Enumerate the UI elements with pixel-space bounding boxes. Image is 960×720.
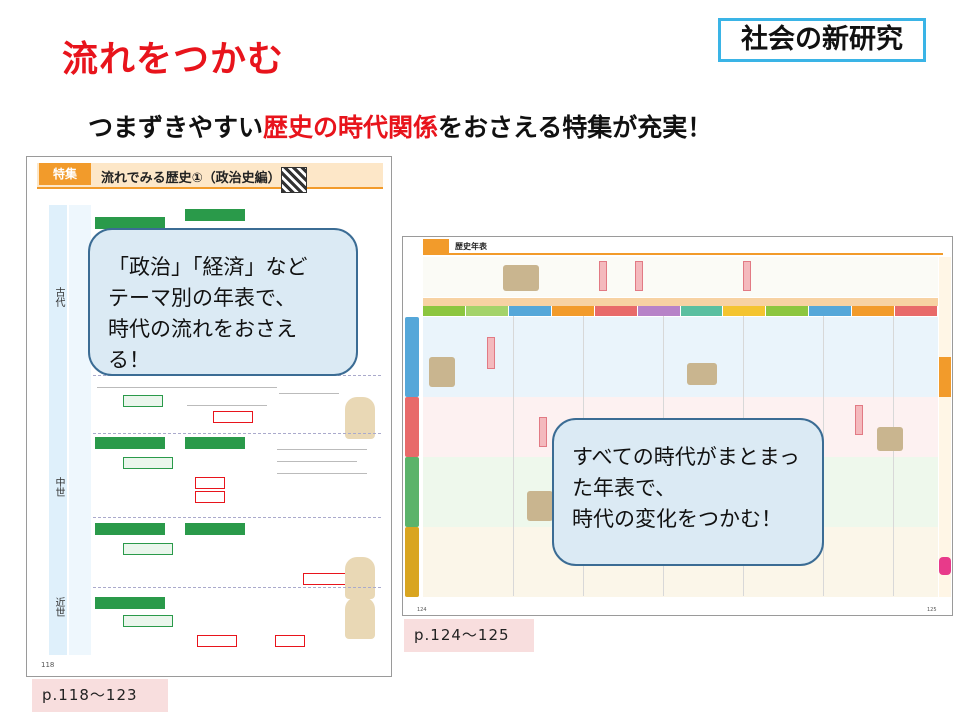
- slide-title: 流れをつかむ: [62, 39, 285, 80]
- row-divider: [93, 587, 381, 588]
- side-note-column: [939, 257, 951, 597]
- page-range-label-right: p.124～125: [404, 619, 534, 652]
- era-label: 中世: [53, 477, 64, 497]
- section-bar: [185, 523, 245, 535]
- grid-line: [893, 316, 894, 596]
- era-label: 古代: [53, 287, 64, 307]
- answer-box: [195, 491, 225, 503]
- building-illustration: [503, 265, 539, 291]
- band-label: [405, 457, 419, 527]
- feature-tag: 特集: [39, 163, 91, 185]
- slide-subtitle: つまずきやすい歴史の時代関係をおさえる特集が充実！: [88, 108, 712, 144]
- era-column: [49, 205, 67, 655]
- highlight-mark: [539, 417, 547, 447]
- answer-box: [213, 411, 253, 423]
- band-label: [405, 397, 419, 457]
- era-label: 近世: [53, 597, 64, 617]
- portrait-figure: [345, 597, 375, 639]
- answer-box: [275, 635, 305, 647]
- answer-box: [303, 573, 347, 585]
- highlight-mark: [635, 261, 643, 291]
- center-column: [69, 205, 91, 655]
- answer-box: [123, 615, 173, 627]
- feature-tag-swatch: [423, 239, 449, 253]
- answer-box: [195, 477, 225, 489]
- text-line: [277, 449, 367, 450]
- timeline-society-band: [423, 317, 938, 397]
- figure-illustration: [527, 491, 553, 521]
- band-label: [405, 317, 419, 397]
- page-title: 流れでみる歴史①（政治史編）: [101, 171, 281, 186]
- highlight-mark: [743, 261, 751, 291]
- figure-illustration: [877, 427, 903, 451]
- era-band: [423, 306, 939, 316]
- answer-box: [123, 543, 173, 555]
- qr-code-icon: [281, 167, 307, 193]
- page-header-band: [37, 163, 383, 189]
- subtitle-part-1: つまずきやすい: [88, 113, 264, 142]
- text-line: [279, 393, 339, 394]
- callout-theme-timeline: 「政治」「経済」など テーマ別の年表で、 時代の流れをおさえる！: [88, 228, 358, 376]
- text-line: [97, 387, 187, 388]
- page-range-label-left: p.118～123: [32, 679, 168, 712]
- portrait-figure: [345, 397, 375, 439]
- side-tab: [939, 357, 951, 397]
- section-bar: [95, 437, 165, 449]
- page-number: 124: [417, 607, 427, 613]
- text-line: [187, 405, 267, 406]
- page-header-band: [423, 239, 943, 255]
- highlight-mark: [487, 337, 495, 369]
- subtitle-highlight: 歴史の時代関係: [263, 113, 439, 142]
- grid-line: [513, 316, 514, 596]
- text-line: [277, 461, 357, 462]
- highlight-mark: [599, 261, 607, 291]
- section-bar: [95, 597, 165, 609]
- answer-box: [197, 635, 237, 647]
- section-bar: [185, 437, 245, 449]
- section-bar: [95, 217, 165, 229]
- timeline-world-band: [423, 257, 938, 297]
- answer-box: [123, 395, 163, 407]
- page-title: 歴史年表: [455, 242, 487, 251]
- band-label: [405, 527, 419, 597]
- text-line: [187, 387, 277, 388]
- section-bar: [95, 523, 165, 535]
- side-tab: [939, 557, 951, 575]
- section-bar: [185, 209, 245, 221]
- text-line: [277, 473, 367, 474]
- portrait-figure: [345, 557, 375, 599]
- century-scale: [423, 298, 938, 306]
- answer-box: [123, 457, 173, 469]
- figure-illustration: [429, 357, 455, 387]
- callout-full-timeline: すべての時代がまとまっ た年表で、 時代の変化をつかむ！: [552, 418, 824, 566]
- row-divider: [93, 433, 381, 434]
- page-number: 125: [927, 607, 937, 613]
- figure-illustration: [687, 363, 717, 385]
- row-divider: [93, 517, 381, 518]
- highlight-mark: [855, 405, 863, 435]
- brand-label: 社会の新研究: [718, 18, 926, 62]
- page-number: 118: [41, 661, 55, 669]
- subtitle-part-2: をおさえる特集が充実！: [438, 113, 713, 142]
